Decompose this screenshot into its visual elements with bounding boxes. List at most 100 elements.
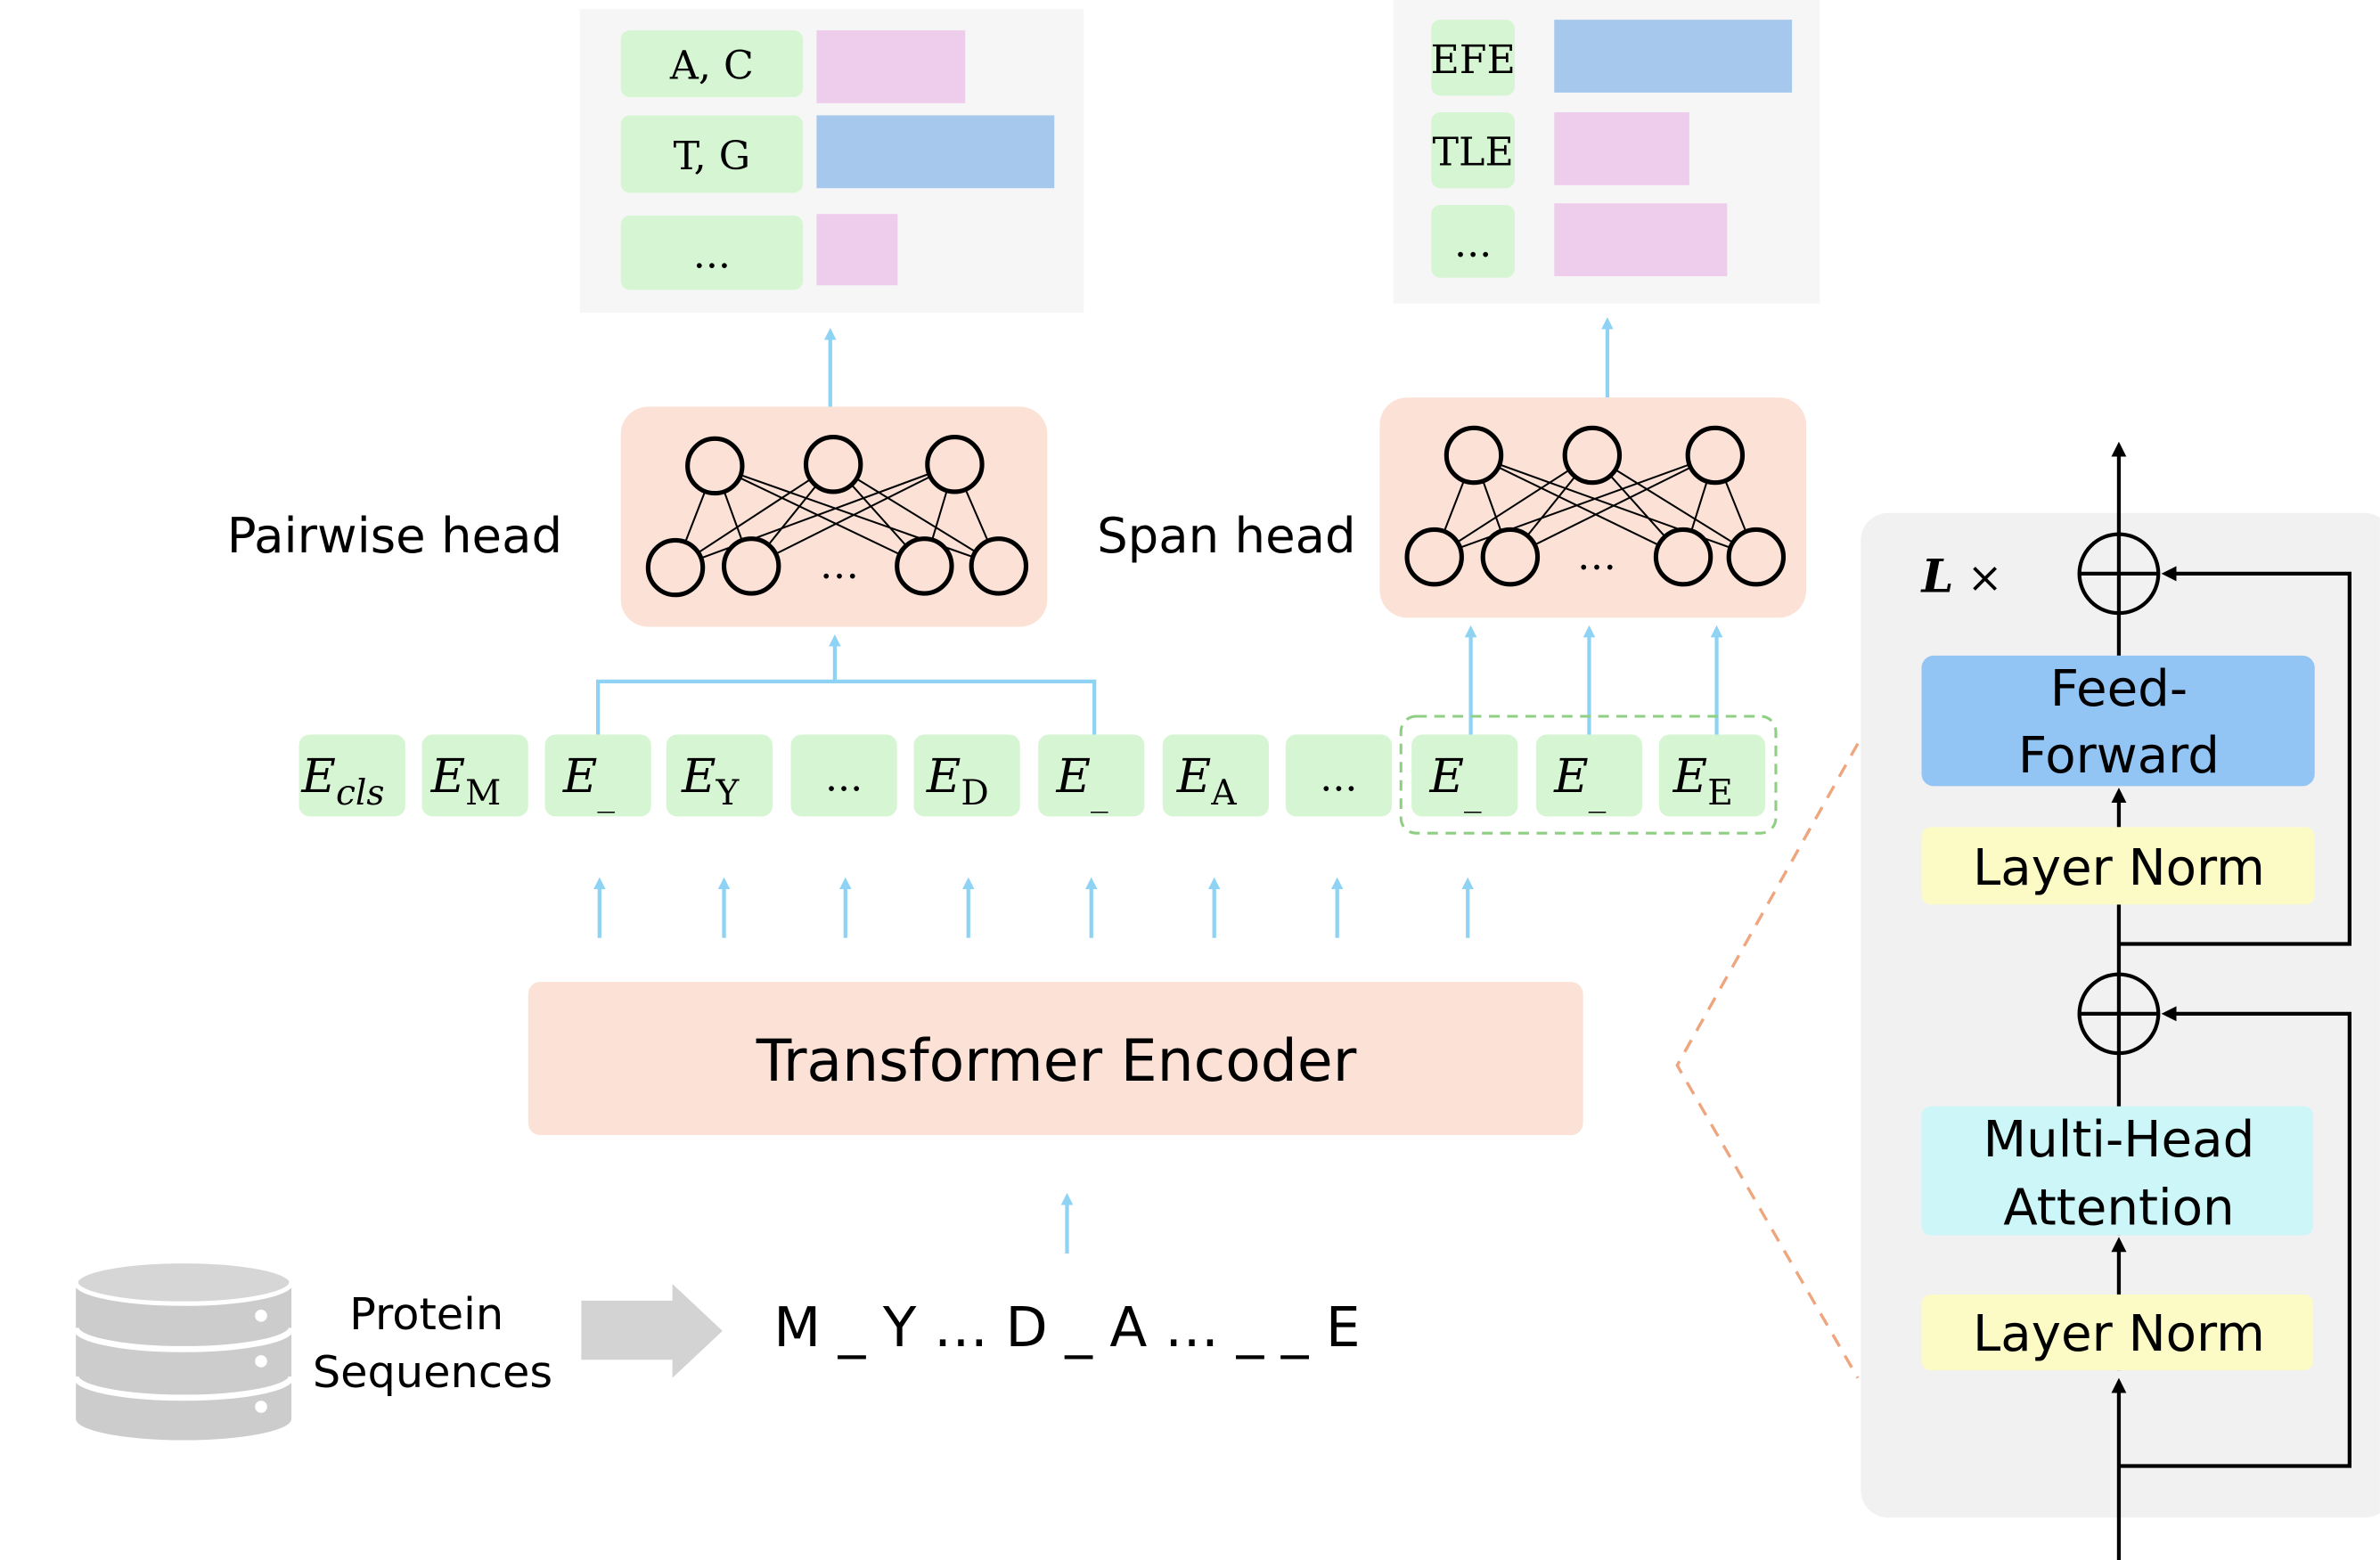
token-label: EA	[1176, 749, 1238, 813]
score-bar	[1554, 20, 1793, 93]
token-embedding: E_	[1411, 734, 1518, 817]
output-label-box	[620, 115, 804, 193]
token-base: E	[430, 749, 466, 804]
repeat-symbol: ×	[1967, 553, 2003, 602]
multi-head-attention-box: Multi-Head Attention	[1921, 1106, 2313, 1237]
token-label: E_	[1553, 749, 1607, 813]
feed-forward-label-line2: Forward	[2018, 727, 2220, 785]
token-base: E	[926, 749, 961, 804]
token-subscript: Y	[716, 773, 740, 813]
span-ellipsis: …	[1577, 534, 1616, 579]
token-label: E_	[562, 749, 616, 813]
token-label: E_	[1428, 749, 1482, 813]
output-label: T, G	[674, 134, 751, 179]
token-base: E	[681, 749, 716, 804]
token-subscript: cls	[336, 773, 385, 813]
neuron-icon	[1685, 425, 1746, 486]
token-label: EM	[430, 749, 502, 813]
token-label: EE	[1673, 749, 1733, 813]
database-icon	[72, 1258, 295, 1441]
repeat-count-label: L	[1920, 550, 1954, 603]
neuron-icon	[685, 436, 745, 496]
output-label-box	[1431, 204, 1515, 278]
residual-add-icon	[2077, 532, 2161, 616]
output-label: ...	[693, 233, 731, 278]
input-label-line1: Protein	[349, 1288, 503, 1340]
neuron-icon	[721, 536, 781, 596]
span-selection-outline	[1399, 715, 1778, 835]
neuron-icon	[969, 536, 1029, 596]
feed-forward-box: Feed- Forward	[1921, 655, 2315, 787]
token-label: E_	[1055, 749, 1108, 813]
neuron-icon	[895, 536, 954, 596]
output-row: TLE	[1431, 112, 1689, 189]
output-row: ...	[620, 214, 898, 290]
token-subscript: _	[1464, 773, 1482, 813]
neuron-icon	[1653, 527, 1713, 587]
token-subscript: A	[1210, 773, 1237, 813]
output-label-box	[620, 215, 804, 290]
residual-connection-lower	[2118, 1006, 2351, 1468]
neural-network-icon	[645, 435, 1029, 598]
token-label: ED	[926, 749, 989, 813]
pairwise-output-panel: A, CT, G...	[579, 9, 1084, 313]
token-base: E	[1428, 749, 1464, 804]
score-bar	[816, 115, 1055, 189]
residual-add-icon	[2077, 972, 2161, 1056]
output-label-box	[1431, 20, 1515, 96]
zoom-indicator-lines	[1675, 742, 1860, 1379]
score-bar	[816, 214, 898, 286]
span-head: …	[1379, 397, 1807, 618]
transformer-block-detail: L × Feed- Forward	[1861, 441, 2380, 1560]
transformer-encoder-box	[528, 982, 1583, 1136]
output-label-box	[620, 30, 804, 98]
token-base: E	[1673, 749, 1708, 804]
neuron-icon	[1562, 425, 1623, 486]
score-bar	[1554, 112, 1689, 185]
output-row: ...	[1431, 203, 1728, 278]
token-base: E	[1553, 749, 1589, 804]
token-subscript: _	[1091, 773, 1108, 813]
input-sequence: M _ Y … D _ A … _ _ E	[773, 1296, 1360, 1360]
token-embedding: ...	[1285, 734, 1393, 817]
feed-forward-label-line1: Feed-	[2050, 660, 2188, 718]
mha-label-line1: Multi-Head	[1983, 1111, 2255, 1169]
span-output-panel: EFE TLE...	[1393, 0, 1820, 304]
output-row: EFE	[1430, 20, 1793, 96]
score-bar	[1554, 203, 1728, 277]
token-ellipsis: ...	[1320, 755, 1357, 800]
token-base: E	[1055, 749, 1091, 804]
token-embedding: EE	[1658, 734, 1766, 817]
pairwise-connector	[596, 634, 1097, 735]
token-base: E	[300, 749, 336, 804]
output-label: EFE	[1430, 37, 1515, 83]
token-embedding: ...	[790, 734, 897, 817]
neuron-icon	[645, 537, 706, 598]
token-embedding: EA	[1162, 734, 1270, 817]
token-embedding: Ecls	[299, 734, 405, 817]
pairwise-ellipsis: …	[820, 543, 859, 588]
output-label: ...	[1454, 221, 1492, 266]
token-embedding: ED	[913, 734, 1020, 817]
output-label: TLE	[1433, 130, 1514, 176]
token-embedding: EY	[666, 734, 773, 817]
input-label-line2: Sequences	[313, 1346, 552, 1398]
token-subscript: M	[465, 773, 501, 813]
token-label: EY	[681, 749, 740, 813]
token-embedding: EM	[421, 734, 528, 817]
encoder-output-arrows	[593, 877, 1475, 938]
neuron-icon	[1444, 425, 1504, 486]
neuron-icon	[1404, 527, 1464, 587]
layer-norm-bottom-label: Layer Norm	[1973, 1305, 2265, 1363]
transformer-encoder: Transformer Encoder	[528, 982, 1583, 1136]
layer-norm-bottom-box: Layer Norm	[1921, 1295, 2313, 1371]
token-label: Ecls	[300, 749, 384, 813]
transformer-encoder-label: Transformer Encoder	[756, 1028, 1357, 1095]
output-row: T, G	[620, 115, 1055, 193]
token-subscript: _	[597, 773, 615, 813]
output-label-box	[1431, 112, 1515, 189]
pairwise-head-label: Pairwise head	[227, 507, 562, 564]
